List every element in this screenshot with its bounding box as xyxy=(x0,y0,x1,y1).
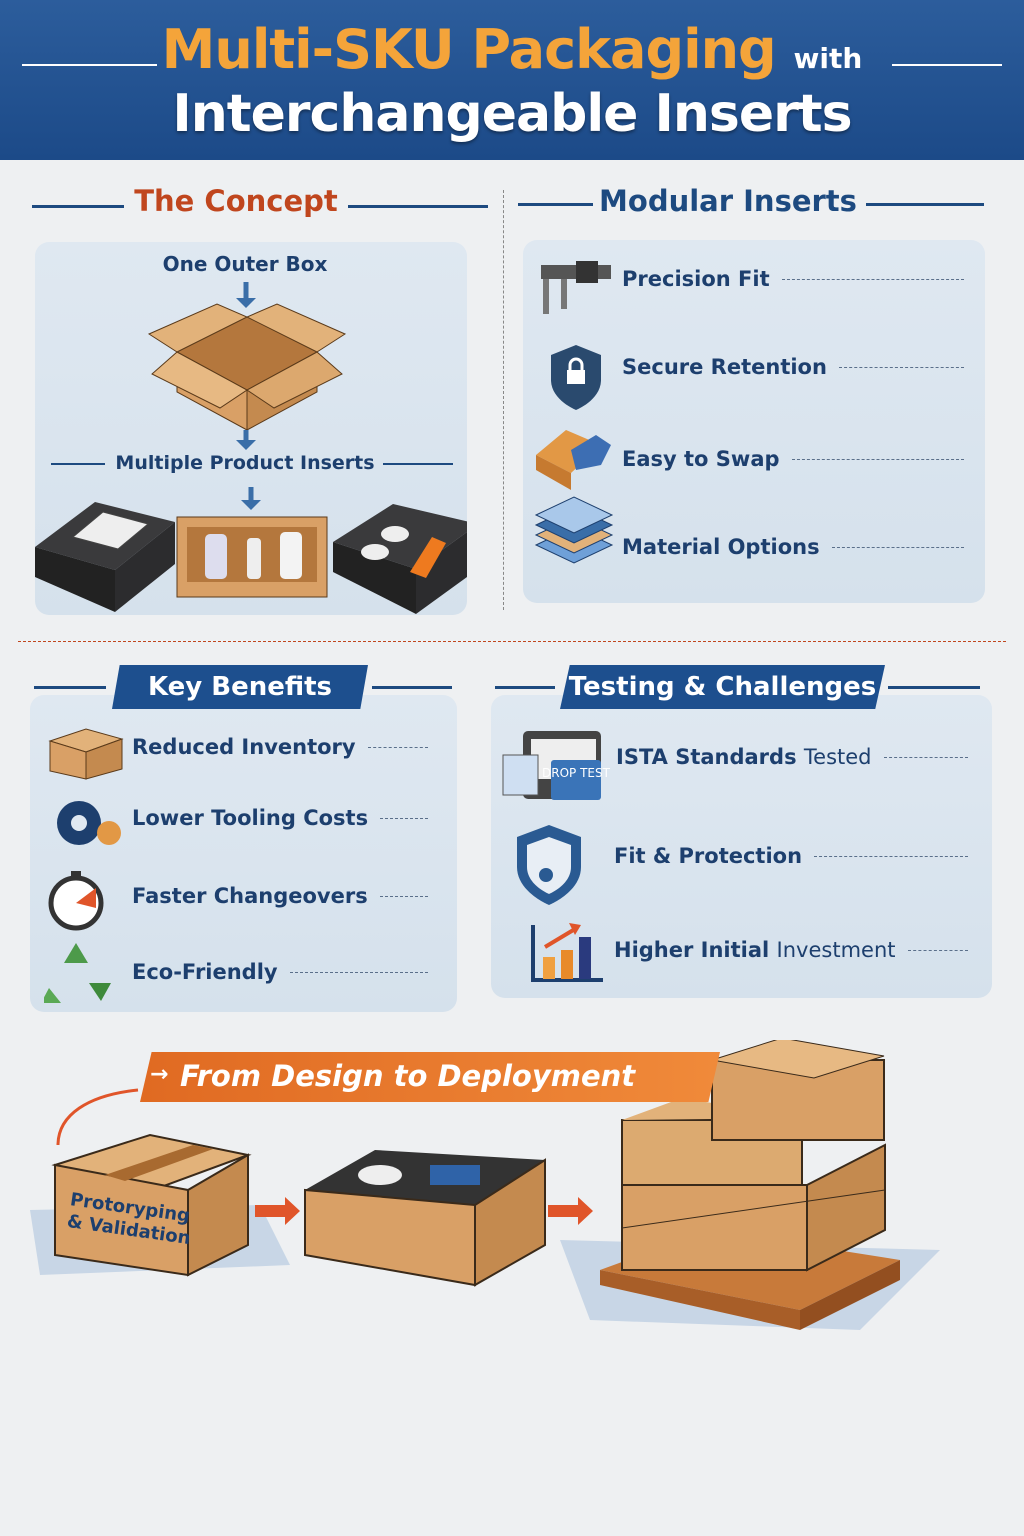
drop-test-icon: DROP TEST xyxy=(502,731,611,800)
insert-box xyxy=(304,1150,546,1287)
deployment-illustration xyxy=(30,1040,940,1330)
item-label: Secure Retention xyxy=(622,355,827,379)
title-with: with xyxy=(793,42,863,75)
testing-item-investment: Higher Initial Investment xyxy=(614,938,968,962)
testing-icons: DROP TEST xyxy=(502,731,611,982)
arrow-icon: → xyxy=(150,1062,169,1087)
concept-heading: The Concept xyxy=(134,184,338,218)
deployment-banner: → From Design to Deployment xyxy=(140,1052,720,1102)
benefit-item-reduced-inventory: Reduced Inventory xyxy=(132,735,428,759)
item-label: Lower Tooling Costs xyxy=(132,806,369,830)
testing-item-fit-protection: Fit & Protection xyxy=(614,844,968,868)
bottles-insert-icon xyxy=(176,516,328,598)
item-label: Reduced Inventory xyxy=(132,735,356,759)
modular-item-precision-fit: Precision Fit xyxy=(622,267,964,291)
stopwatch-icon xyxy=(48,871,104,931)
modular-item-material-options: Material Options xyxy=(622,535,964,559)
testing-panel: DROP TEST ISTA Standards Tested Fit & Pr… xyxy=(491,695,992,998)
tablet-insert-icon xyxy=(35,502,175,612)
item-label: Higher Initial xyxy=(614,938,770,962)
arrow-right-icon xyxy=(548,1197,593,1225)
benefit-item-eco-friendly: Eco-Friendly xyxy=(132,960,428,984)
bar-chart-icon xyxy=(531,923,603,982)
modular-panel: Precision Fit Secure Retention Easy to S… xyxy=(523,240,985,603)
testing-item-ista: ISTA Standards Tested xyxy=(616,745,968,769)
concept-illustration xyxy=(35,282,467,614)
title-sub: Interchangeable Inserts xyxy=(172,84,852,144)
item-label: ISTA Standards xyxy=(616,745,797,769)
box-icon xyxy=(48,728,124,780)
gears-icon xyxy=(57,801,121,845)
column-divider xyxy=(503,190,504,610)
testing-heading: Testing & Challenges xyxy=(560,665,885,709)
item-label: Fit & Protection xyxy=(614,844,803,868)
modular-item-secure-retention: Secure Retention xyxy=(622,355,964,379)
lock-shield-icon xyxy=(551,345,601,410)
shield-icon xyxy=(517,825,581,905)
puzzle-icon xyxy=(536,430,611,490)
item-label: Eco-Friendly xyxy=(132,960,278,984)
benefit-item-faster-changeovers: Faster Changeovers xyxy=(132,884,428,908)
outer-box-label: One Outer Box xyxy=(162,252,328,276)
benefits-heading: Key Benefits xyxy=(112,665,368,709)
item-label-light: Investment xyxy=(776,938,896,962)
drop-test-label: DROP TEST xyxy=(542,766,611,780)
arrow-right-icon xyxy=(255,1197,300,1225)
pallet-of-boxes xyxy=(600,1040,900,1330)
modular-heading: Modular Inserts xyxy=(599,184,857,218)
item-label: Easy to Swap xyxy=(622,447,780,471)
title-main: Multi-SKU Packaging with xyxy=(0,18,1024,81)
item-label-light: Tested xyxy=(803,745,872,769)
modular-item-easy-to-swap: Easy to Swap xyxy=(622,447,964,471)
deployment-heading: From Design to Deployment xyxy=(180,1059,636,1093)
layers-icon xyxy=(534,496,614,564)
inserts-label: Multiple Product Inserts xyxy=(115,452,375,474)
open-box-icon xyxy=(147,303,347,431)
item-label: Material Options xyxy=(622,535,820,559)
modular-icons xyxy=(534,261,614,564)
item-label: Precision Fit xyxy=(622,267,770,291)
section-divider xyxy=(18,641,1006,642)
caliper-icon xyxy=(541,261,611,314)
benefits-panel: Reduced Inventory Lower Tooling Costs Fa… xyxy=(30,695,457,1012)
item-label: Faster Changeovers xyxy=(132,884,368,908)
header-banner: Multi-SKU Packaging with Interchangeable… xyxy=(0,0,1024,160)
title-main-text: Multi-SKU Packaging xyxy=(161,18,777,81)
containers-insert-icon xyxy=(333,504,467,614)
prototype-box xyxy=(51,1133,252,1277)
concept-panel: One Outer Box Multiple Product Inserts xyxy=(35,242,467,615)
benefit-item-lower-tooling-costs: Lower Tooling Costs xyxy=(132,806,428,830)
recycle-icon xyxy=(44,943,111,1003)
benefits-icons xyxy=(44,728,124,1003)
